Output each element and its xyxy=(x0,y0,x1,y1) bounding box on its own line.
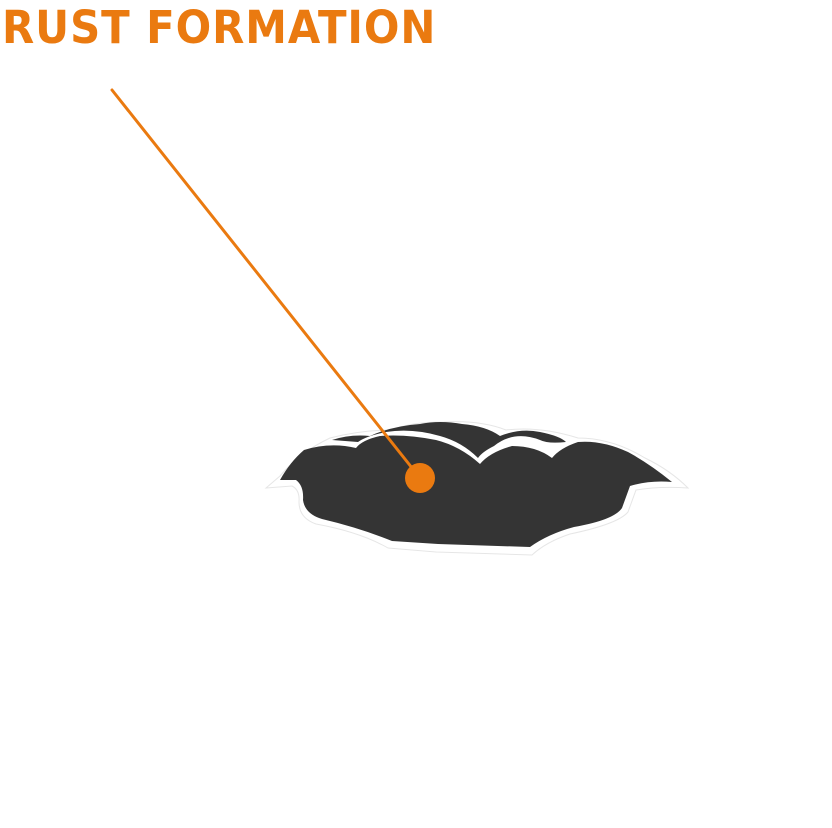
leader-line xyxy=(112,90,420,478)
marker-dot xyxy=(405,463,435,493)
